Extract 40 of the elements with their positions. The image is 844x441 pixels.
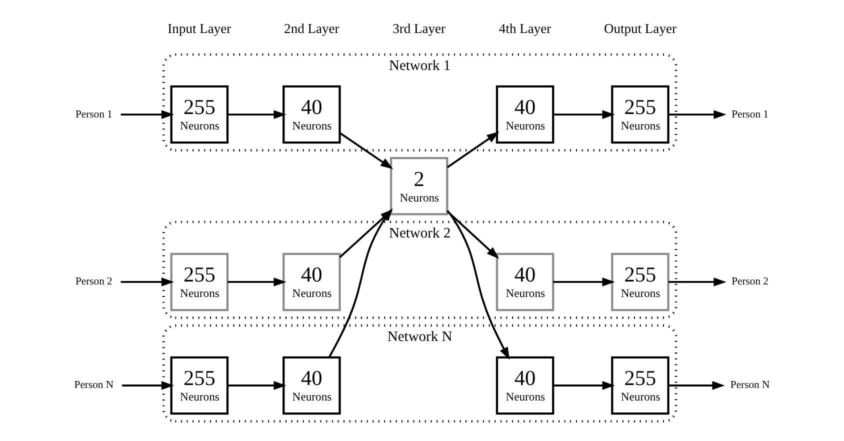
label: Output Layer	[604, 20, 676, 36]
node-box: 255 Neurons	[170, 356, 229, 415]
arrow	[446, 210, 500, 259]
arrow	[553, 381, 615, 390]
node-box: 255 Neurons	[611, 252, 670, 312]
node-box: 2 Neurons	[390, 157, 448, 216]
node-box: 40 Neurons	[496, 252, 554, 312]
arrow	[120, 110, 174, 119]
arrow	[668, 381, 725, 390]
arrow	[122, 381, 174, 390]
node-box: 40 Neurons	[282, 356, 341, 415]
node-box: 40 Neurons	[496, 356, 554, 415]
label: 2nd Layer	[284, 20, 340, 36]
node-box: 255 Neurons	[170, 252, 229, 312]
arrow	[339, 132, 394, 170]
arrow	[446, 210, 510, 360]
arrow	[228, 381, 286, 390]
arrow	[553, 110, 615, 119]
arrow	[668, 278, 726, 286]
arrow	[228, 110, 286, 119]
node-text: Person 1	[732, 109, 769, 120]
node-text: Person 2	[732, 276, 769, 288]
node-text: Person N	[730, 380, 770, 392]
node-box: 40 Neurons	[496, 85, 554, 144]
arrow	[228, 278, 286, 286]
node-box: 255 Neurons	[611, 85, 670, 144]
node-box: 255 Neurons	[611, 356, 670, 415]
arrow	[668, 110, 726, 119]
arrow	[553, 278, 615, 286]
label: 3rd Layer	[392, 20, 446, 36]
node-text: Person N	[74, 380, 114, 392]
node-box: 40 Neurons	[282, 85, 341, 144]
label: Input Layer	[168, 20, 232, 36]
node-box: 255 Neurons	[170, 85, 229, 144]
node-text: Person 1	[75, 109, 112, 120]
node-text: Person 2	[75, 276, 112, 288]
arrow	[446, 132, 500, 168]
node-box: 40 Neurons	[282, 252, 341, 312]
label: 4th Layer	[498, 20, 552, 36]
arrow	[120, 278, 174, 286]
